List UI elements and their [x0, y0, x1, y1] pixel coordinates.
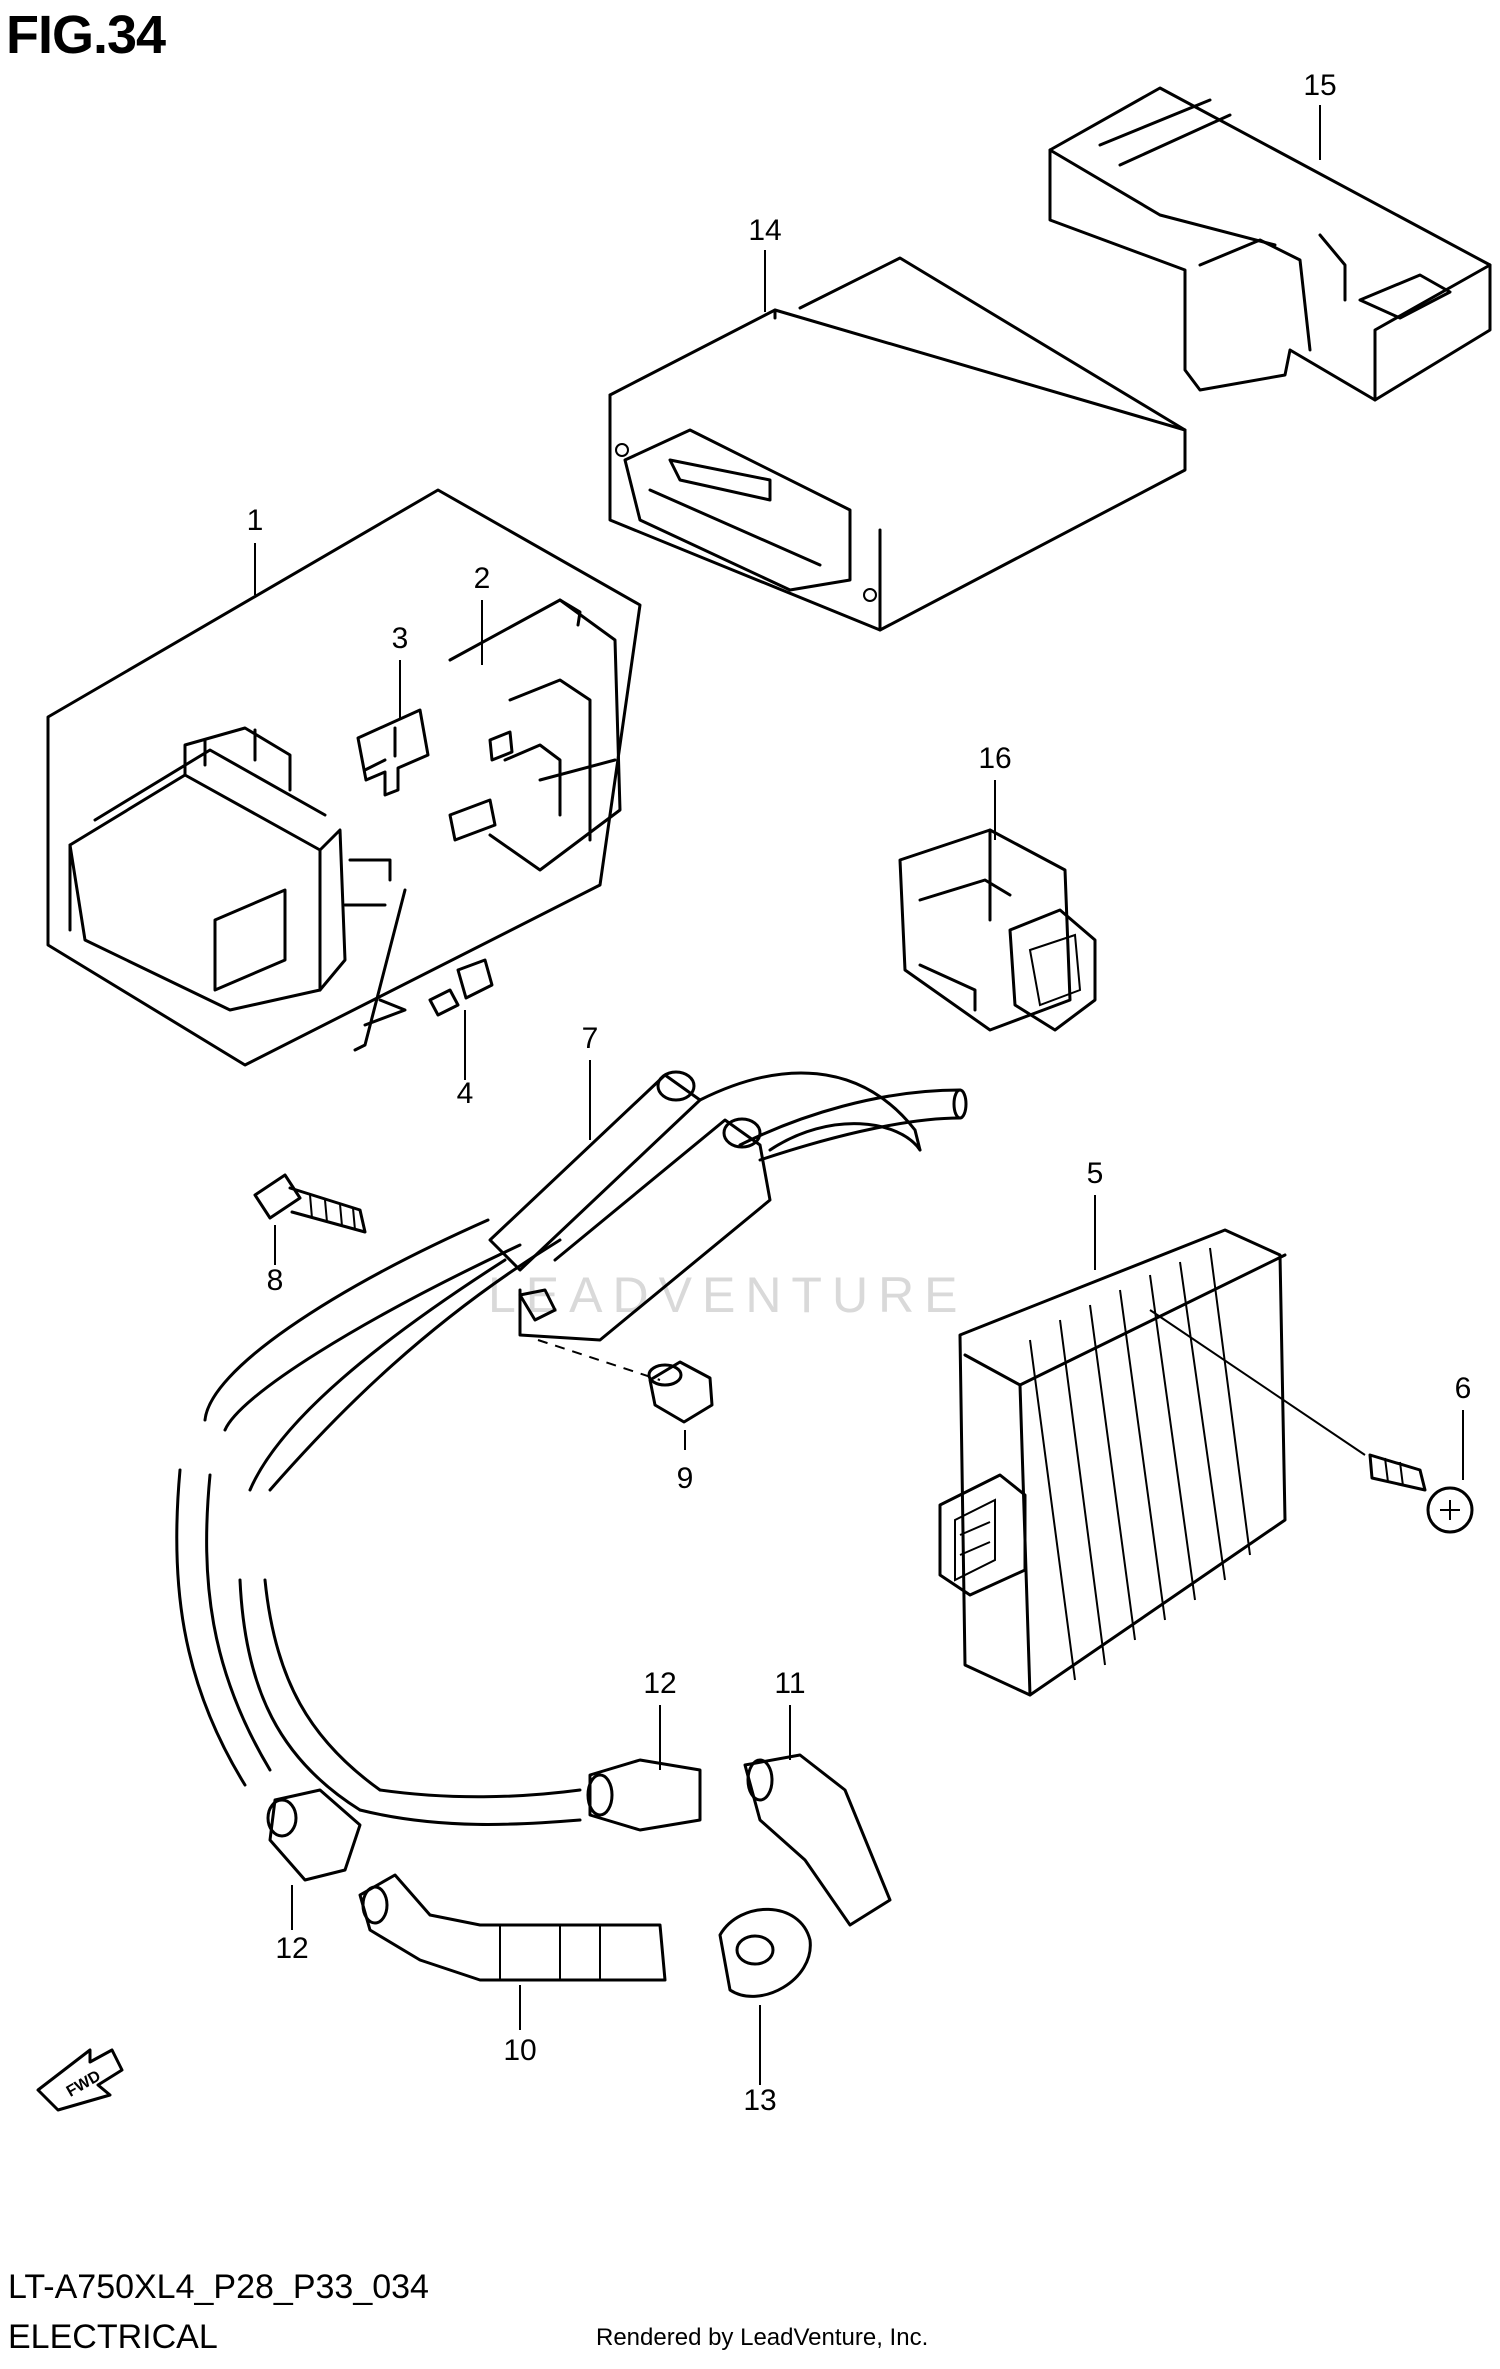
part-14-ecm[interactable] — [608, 256, 1187, 632]
model-code: LT-A750XL4_P28_P33_034 — [8, 2268, 429, 2306]
callout-12-right: 12 — [643, 1667, 676, 1700]
callout-16: 16 — [978, 742, 1011, 775]
render-credit: Rendered by LeadVenture, Inc. — [596, 2324, 929, 2351]
leader-lines — [254, 105, 1464, 2085]
callout-2: 2 — [474, 562, 491, 595]
section-title: ELECTRICAL — [8, 2318, 218, 2356]
callout-9: 9 — [677, 1462, 694, 1495]
part-13-grommet[interactable] — [718, 1907, 812, 1998]
part-2-relay-cover[interactable] — [448, 598, 622, 872]
part-1-relay-kit-box[interactable] — [46, 488, 642, 1067]
callout-7: 7 — [582, 1022, 599, 1055]
part-5-regulator-rectifier[interactable] — [938, 1228, 1287, 1697]
callout-13: 13 — [743, 2084, 776, 2117]
callout-11: 11 — [774, 1667, 805, 1700]
callout-1: 1 — [247, 504, 264, 537]
callout-4: 4 — [457, 1077, 474, 1110]
callout-5: 5 — [1087, 1157, 1104, 1190]
fwd-arrow-icon: FWD — [36, 2048, 124, 2112]
callout-6: 6 — [1455, 1372, 1472, 1405]
part-6-bolt[interactable] — [1368, 1453, 1474, 1534]
part-11-plug-cap[interactable] — [743, 1753, 892, 1927]
callout-14: 14 — [748, 214, 781, 247]
watermark: LEADVENTURE — [488, 1267, 968, 1323]
figure-label: FIG.34 — [6, 5, 166, 65]
part-7-ignition-coil[interactable] — [488, 1070, 968, 1342]
callout-12-left: 12 — [275, 1932, 308, 1965]
part-16-connector[interactable] — [898, 828, 1097, 1032]
callout-15: 15 — [1303, 69, 1336, 102]
part-9-spacer[interactable] — [647, 1360, 714, 1424]
callout-10: 10 — [503, 2034, 536, 2067]
callout-3: 3 — [392, 622, 409, 655]
part-12-cap-right[interactable] — [586, 1758, 702, 1832]
ignition-wires[interactable] — [175, 1218, 582, 1826]
callout-8: 8 — [267, 1264, 284, 1297]
part-4-screw[interactable] — [428, 958, 494, 1017]
part-10-plug-cap[interactable] — [358, 1873, 667, 1982]
part-12-cap-left[interactable] — [266, 1788, 362, 1882]
part-3-fuse[interactable] — [356, 708, 430, 797]
part-8-bolt[interactable] — [253, 1173, 367, 1234]
part-15-ecm-cover[interactable] — [1048, 86, 1492, 402]
